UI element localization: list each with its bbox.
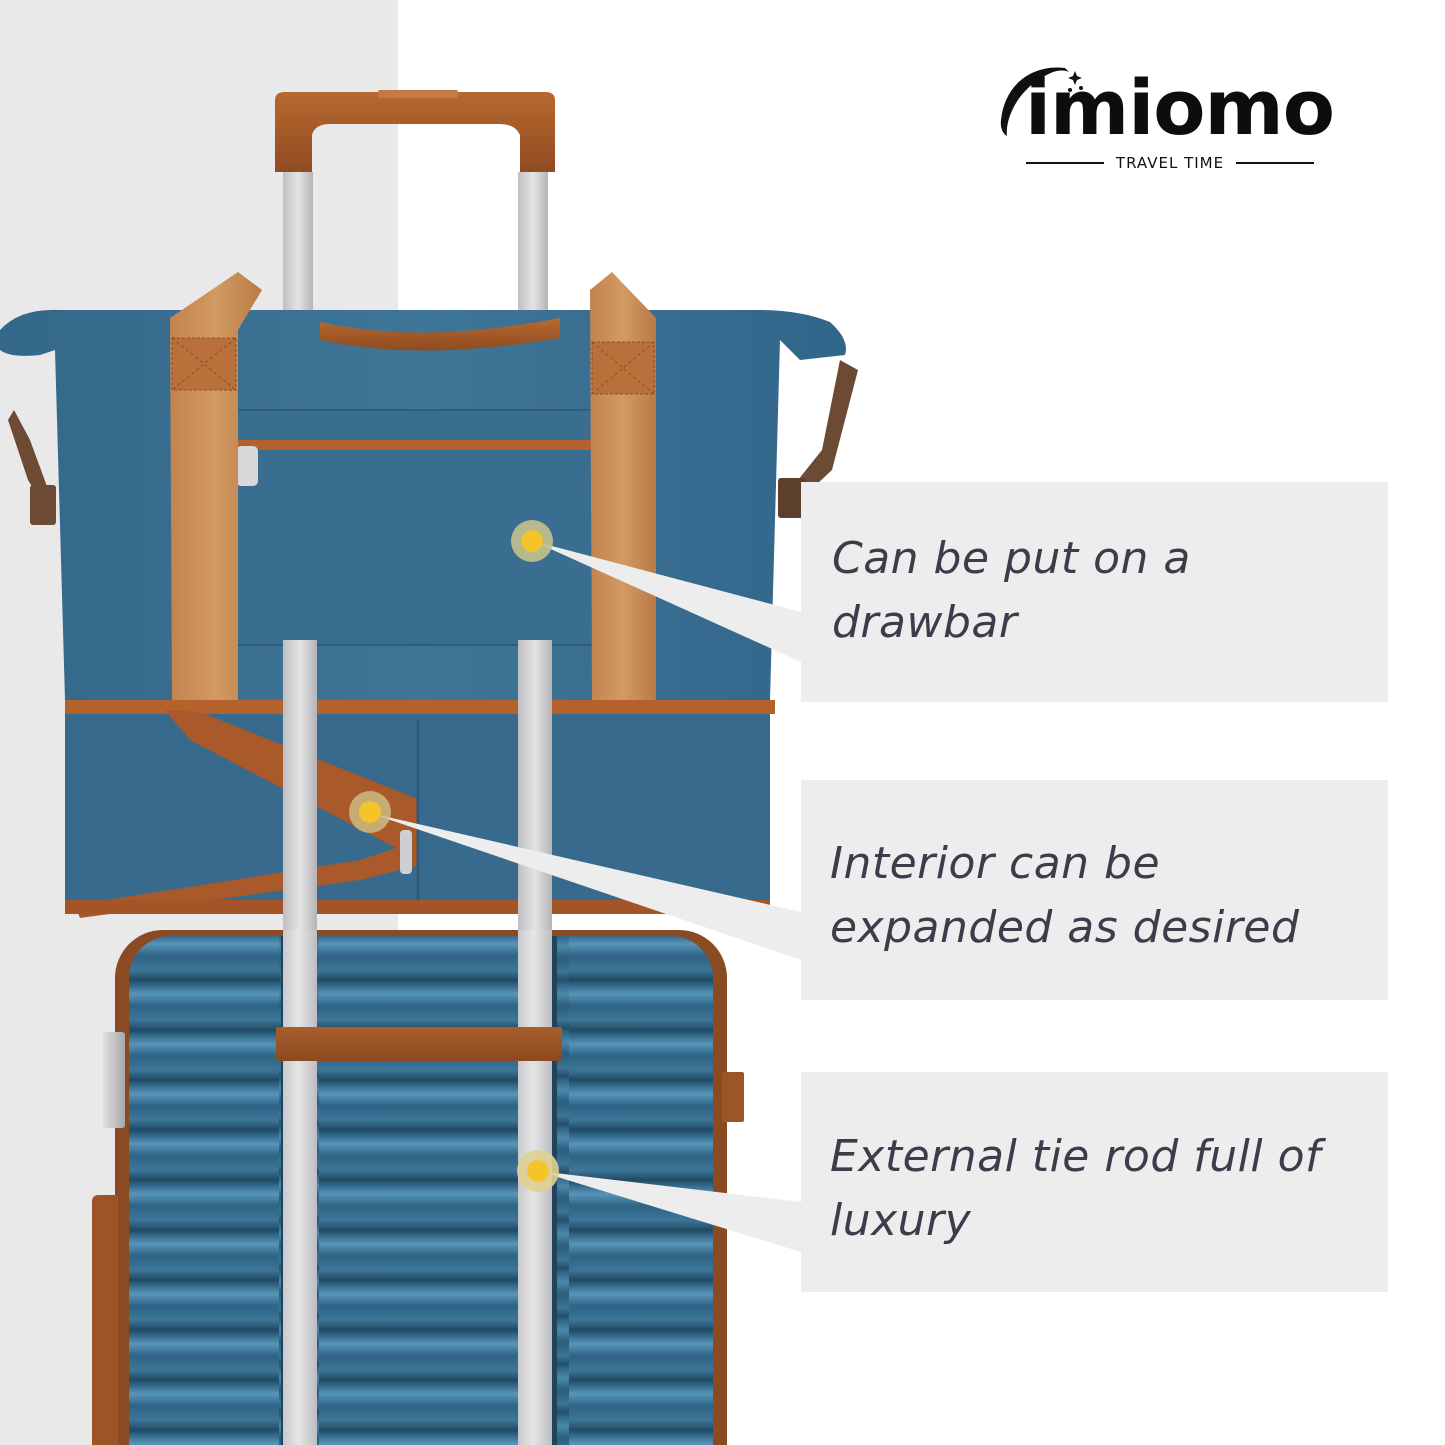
brand-tagline-row: TRAVEL TIME: [995, 154, 1345, 172]
callout-box-expandable: Interior can be expanded as desired: [801, 780, 1388, 1000]
combination-lock: [103, 1032, 125, 1128]
hardshell-suitcase: [115, 930, 727, 1445]
suitcase-side-grip: [92, 1195, 118, 1445]
callout-drawbar-line1: Can be put on a: [832, 533, 1191, 584]
callout-box-drawbar: Can be put on a drawbar: [801, 482, 1388, 702]
suitcase-shell: [129, 936, 713, 1445]
suitcase-rod-right: [518, 930, 552, 1445]
tagline-rule-right: [1236, 162, 1315, 164]
brand-name: imiomo: [1025, 63, 1335, 152]
orbit-star-icon: [1000, 67, 1083, 136]
brand-tagline: TRAVEL TIME: [1115, 154, 1225, 172]
callout-expandable-line2: expanded as desired: [830, 902, 1300, 953]
tagline-rule-left: [1025, 162, 1104, 164]
callout-box-tie-rod: External tie rod full of luxury: [801, 1072, 1388, 1292]
callout-expandable-line1: Interior can be: [830, 838, 1161, 889]
suitcase-rod-left: [283, 930, 317, 1445]
brand-logo: imiomo TRAVEL TIME: [995, 62, 1345, 177]
rod-cross-strap: [276, 1027, 562, 1061]
suitcase-side-handle: [722, 1072, 744, 1122]
callout-drawbar-line2: drawbar: [832, 597, 1018, 648]
callout-tie-rod-line1: External tie rod full of: [830, 1131, 1321, 1182]
callout-tie-rod-line2: luxury: [830, 1195, 972, 1246]
